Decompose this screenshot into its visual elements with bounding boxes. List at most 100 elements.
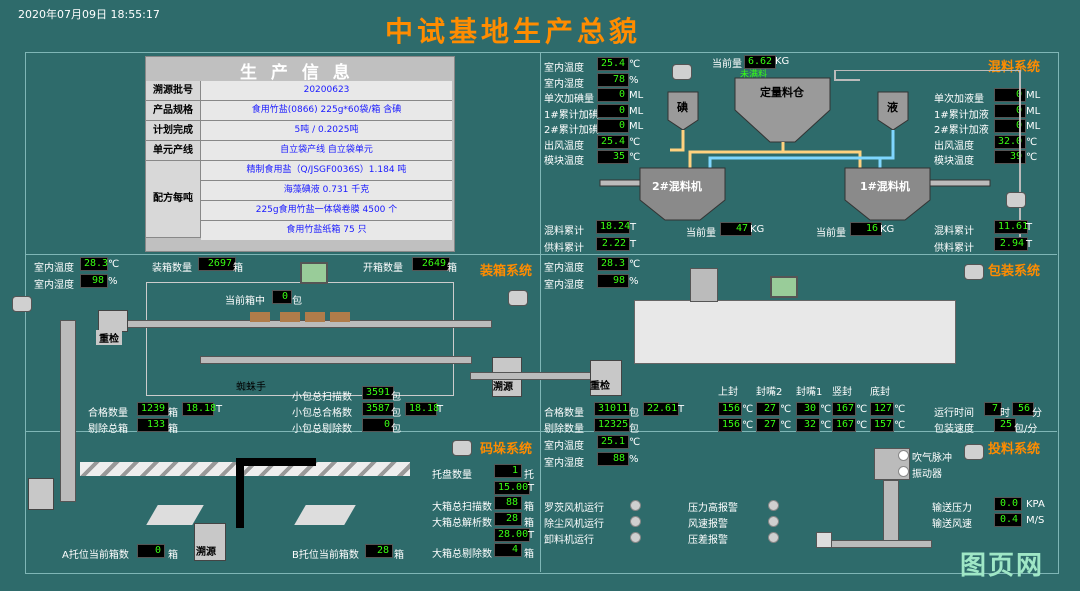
big-rej-unit: 箱 — [524, 549, 534, 560]
seal-header: 封嘴1 — [796, 387, 823, 398]
page-title: 中试基地生产总貌 — [385, 15, 642, 48]
status-indicator — [630, 516, 641, 527]
alarm-label: 压力高报警 — [688, 503, 738, 514]
mixer1-current-value: 16 — [850, 222, 882, 236]
seal-temp-value: 32 — [796, 418, 820, 432]
mix-left-label: 1#累计加碘 — [544, 109, 599, 121]
feed-valve — [816, 532, 832, 548]
pack-speed-unit: 包/分 — [1014, 424, 1038, 435]
mix-right-value: 39 — [994, 150, 1026, 164]
feed-temp-unit: ℃ — [629, 437, 641, 448]
small-rej-value: 0 — [362, 418, 394, 432]
packing-hopper — [690, 268, 718, 302]
mix-right-value: 0 — [994, 88, 1026, 102]
feed-total-label-l: 供料累计 — [544, 243, 584, 254]
pack-rej-label: 剔除数量 — [544, 424, 584, 435]
big-rej-label: 大箱总剔除数 — [432, 549, 492, 560]
box-pass-t-value: 18.18 — [182, 402, 216, 416]
mix-right-value: 32.0 — [994, 134, 1026, 149]
alarm-indicator — [768, 532, 779, 543]
seal-temp-unit: ℃ — [742, 420, 754, 431]
box-icon — [280, 312, 300, 322]
pack-rej-unit: 包 — [629, 424, 639, 435]
seal-temp-unit: ℃ — [820, 404, 832, 415]
fan-icon — [12, 296, 32, 312]
feed-press-label: 输送压力 — [932, 503, 972, 514]
box-pass-t-unit: T — [216, 404, 223, 415]
box-pass-label: 合格数量 — [88, 408, 128, 419]
mixer1-current-label: 当前量 — [816, 228, 846, 239]
feed-total-unit-l: T — [630, 239, 637, 250]
pack-pass-value: 31011 — [594, 402, 630, 416]
big-parse-t-unit: T — [528, 530, 535, 541]
tray-count-label: 托盘数量 — [432, 470, 472, 481]
conveyor-upper — [110, 320, 492, 328]
palletize-section-title: 码垛系统 — [480, 442, 533, 457]
fan-icon — [964, 444, 984, 460]
mix-current-value: 6.62 — [744, 55, 776, 69]
pack-hum-label: 室内湿度 — [544, 280, 584, 291]
fan-icon — [1006, 192, 1026, 208]
boxing-temp-value: 28.3 — [80, 257, 108, 271]
packing-machine — [634, 300, 956, 364]
boxing-temp-unit: ℃ — [108, 259, 120, 270]
fan-icon — [508, 290, 528, 306]
seal-temp-unit: ℃ — [894, 420, 906, 431]
mix-right-label: 出风温度 — [934, 140, 974, 152]
mix-left-unit: ℃ — [629, 136, 641, 148]
pallet-b-label: B托位当前箱数 — [292, 550, 359, 561]
mix-total-unit-l: T — [630, 222, 637, 233]
feed-line — [830, 540, 932, 548]
box-current-unit: 包 — [292, 296, 302, 307]
pack-temp-unit: ℃ — [629, 259, 641, 270]
conveyor-lower — [200, 356, 472, 364]
feed-press-unit: KPA — [1026, 499, 1045, 510]
robot-arm-beam — [236, 458, 316, 466]
seal-temp-value: 127 — [870, 402, 894, 416]
pack-pass-t-value: 22.61 — [643, 402, 679, 416]
box-icon — [305, 312, 325, 322]
main-frame — [25, 52, 1059, 574]
box-rem-value: 133 — [137, 418, 169, 432]
box-rem-label: 剔除总箱 — [88, 424, 128, 435]
big-parse-t-value: 28.00 — [494, 528, 530, 542]
mix-right-label: 2#累计加液 — [934, 125, 989, 136]
mix-left-label: 出风温度 — [544, 140, 584, 152]
pack-hum-unit: % — [629, 276, 639, 287]
feed-section-title: 投料系统 — [988, 442, 1041, 457]
alarm-label: 压差报警 — [688, 535, 728, 546]
silo-label: 定量料仓 — [760, 86, 804, 99]
fan-icon — [452, 440, 472, 456]
seal-temp-value: 167 — [832, 402, 856, 416]
info-title: 生 产 信 息 — [240, 63, 354, 83]
mix-diagram — [599, 70, 1021, 240]
big-parse-value: 28 — [494, 512, 522, 526]
mix-right-unit: ML — [1026, 121, 1041, 132]
feed-wind-label: 输送风速 — [932, 519, 972, 530]
divider-h2 — [25, 431, 1057, 432]
box-count-label: 装箱数量 — [152, 263, 192, 274]
pallet-b-unit: 箱 — [394, 550, 404, 561]
mixer1-current-unit: KG — [880, 224, 895, 235]
feed-total-label-r: 供料累计 — [934, 243, 974, 254]
mix-right-label: 模块温度 — [934, 156, 974, 167]
open-count-label: 开箱数量 — [363, 263, 403, 274]
tray-count-value: 1 — [494, 464, 522, 478]
trace-scanner-pallet — [194, 523, 226, 561]
seal-temp-value: 27 — [756, 402, 780, 416]
seal-temp-value: 156 — [718, 418, 742, 432]
info-row-line: 单元产线自立袋产线 自立袋单元 — [146, 141, 452, 161]
mix-left-value: 0 — [597, 119, 629, 133]
tray-count-unit: 托 — [524, 470, 534, 481]
mix-left-unit: ML — [629, 105, 644, 117]
check-weigher-right-label: 重检 — [590, 381, 610, 392]
mix-right-unit: ℃ — [1026, 152, 1038, 163]
boxing-hum-unit: % — [108, 276, 118, 287]
feed-press-value: 0.0 — [994, 497, 1022, 511]
liquid-tank-label: 液 — [887, 101, 898, 114]
divider-vertical — [540, 52, 541, 572]
small-ok-label: 小包总合格数 — [292, 408, 352, 419]
tray-t-unit: T — [528, 483, 535, 494]
seal-temp-unit: ℃ — [820, 420, 832, 431]
box-icon — [330, 312, 350, 322]
